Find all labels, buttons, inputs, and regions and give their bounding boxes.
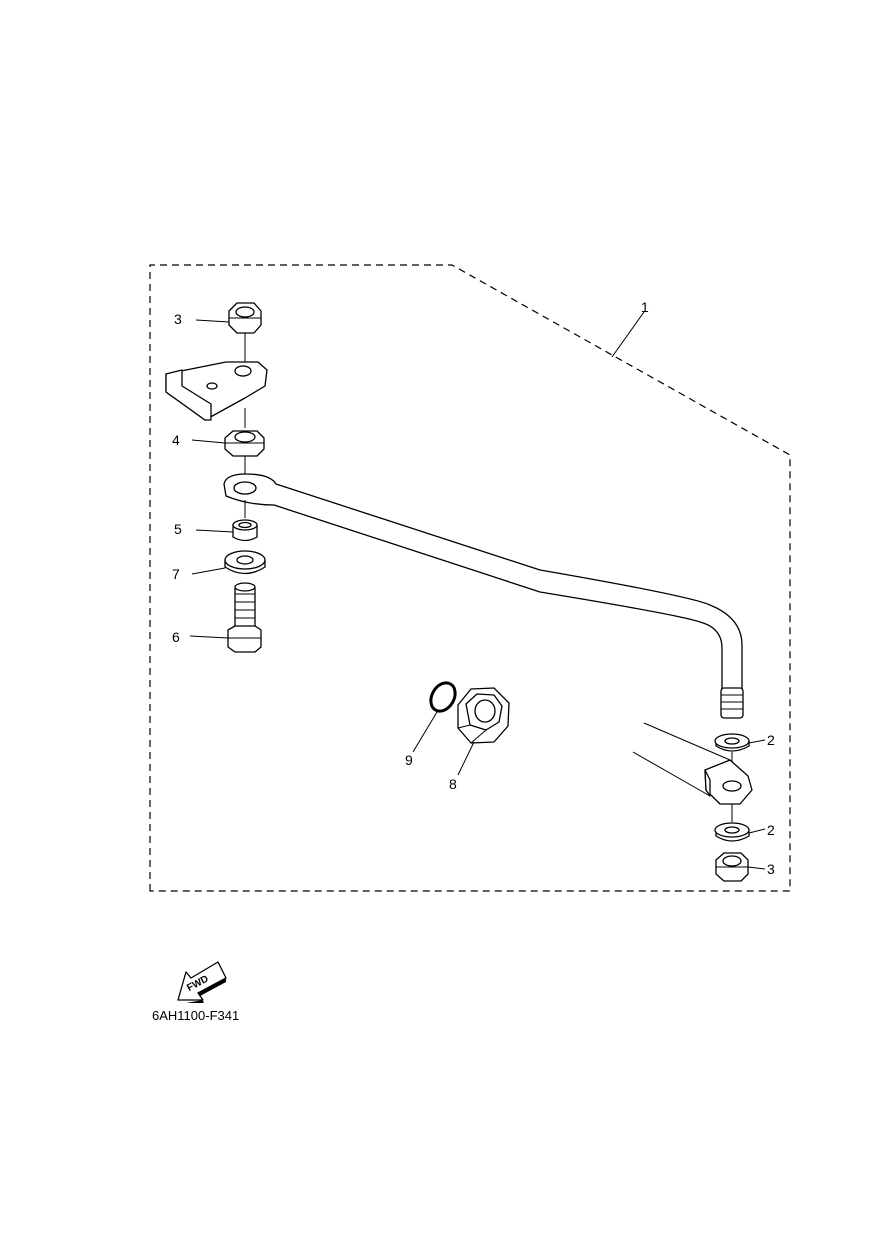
steering-arm bbox=[632, 722, 753, 805]
o-ring-9 bbox=[429, 681, 457, 713]
leader-1 bbox=[611, 311, 645, 358]
callout-3-bottom: 3 bbox=[767, 861, 775, 877]
washer-2-lower bbox=[714, 822, 750, 842]
lock-nut-bottom bbox=[715, 852, 749, 882]
leader-9 bbox=[412, 711, 438, 753]
washer-2-upper bbox=[714, 733, 750, 752]
leader-7 bbox=[191, 567, 226, 575]
washer-7 bbox=[224, 550, 266, 575]
callout-9: 9 bbox=[405, 752, 413, 768]
fwd-arrow-icon: FWD bbox=[177, 961, 227, 1003]
hex-nut-4 bbox=[224, 430, 265, 457]
lock-nut-top bbox=[228, 302, 262, 334]
leader-4 bbox=[191, 439, 226, 444]
drawing-code: 6AH1100-F341 bbox=[152, 1008, 240, 1023]
rod-threaded-end bbox=[720, 687, 744, 719]
leader-6 bbox=[189, 635, 229, 639]
steering-link-rod bbox=[223, 473, 743, 691]
callout-5: 5 bbox=[174, 521, 182, 537]
assembly-boundary bbox=[149, 264, 791, 892]
callout-7: 7 bbox=[172, 566, 180, 582]
cap-nut-8 bbox=[457, 687, 510, 744]
callout-6: 6 bbox=[172, 629, 180, 645]
callout-4: 4 bbox=[172, 432, 180, 448]
leader-8 bbox=[457, 741, 475, 776]
callout-1: 1 bbox=[641, 299, 649, 315]
leader-2-lower bbox=[748, 828, 766, 834]
leader-5 bbox=[195, 529, 234, 533]
callout-3-top: 3 bbox=[174, 311, 182, 327]
collar-5 bbox=[232, 519, 258, 542]
bracket-plate bbox=[165, 361, 268, 421]
bolt-6 bbox=[227, 582, 262, 653]
leader-3-bottom bbox=[747, 866, 766, 870]
leader-3-top bbox=[195, 319, 230, 323]
callout-8: 8 bbox=[449, 776, 457, 792]
callout-2-lower: 2 bbox=[767, 822, 775, 838]
leader-2-upper bbox=[748, 739, 766, 744]
callout-2-upper: 2 bbox=[767, 732, 775, 748]
